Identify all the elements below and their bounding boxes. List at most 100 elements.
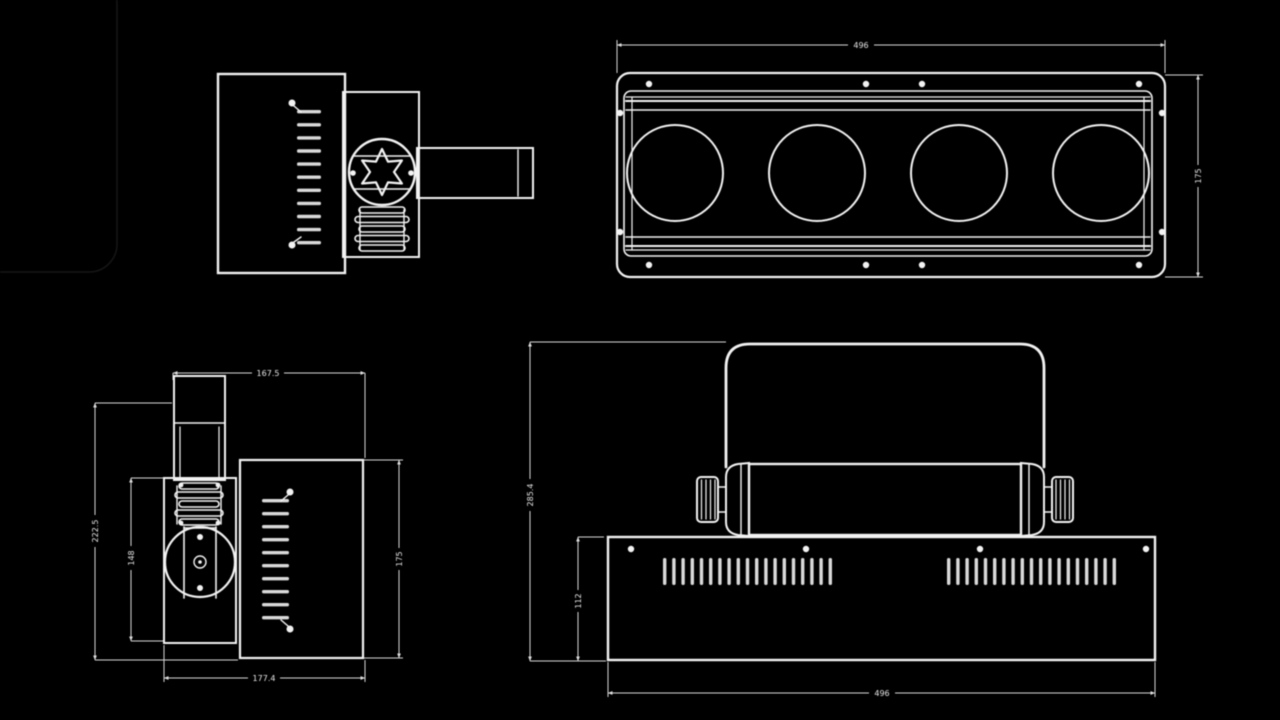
spring-corner-hole (215, 482, 221, 488)
svg-text:112: 112 (574, 593, 583, 608)
vent-slot (262, 525, 289, 529)
front-panel-outline (623, 90, 1153, 257)
carry-handle (724, 342, 1046, 469)
tube-endcap-right (1020, 461, 1045, 538)
vent-slot (736, 558, 740, 585)
vent-slot (956, 558, 960, 585)
svg-text:175: 175 (1194, 168, 1203, 183)
vent-slot (801, 558, 805, 585)
vent-slot (297, 162, 321, 166)
vent-end-hole (286, 625, 294, 633)
fixture-body-outline (238, 458, 365, 660)
vent-slot (262, 512, 289, 516)
spring-corner-hole (215, 520, 221, 526)
dim-label-top: 167.5 (252, 368, 284, 378)
lens-circle (910, 124, 1008, 222)
lens-circle (768, 124, 866, 222)
vent-slot (773, 558, 777, 585)
dim-label-width: 496 (848, 40, 874, 50)
vent-tick (293, 236, 302, 243)
vent-slot (745, 558, 750, 585)
dim-label-height: 175 (1193, 165, 1203, 187)
band-hole (197, 585, 203, 591)
side-knob-right (1043, 476, 1074, 523)
star-knob-icon (361, 147, 403, 197)
adjust-knob-circle (347, 137, 417, 207)
svg-text:148: 148 (127, 550, 136, 565)
faint-corner-shape (0, 0, 118, 273)
vent-slot (1103, 558, 1107, 585)
band-hole (197, 534, 203, 540)
spring-corner-hole (178, 482, 184, 488)
vent-slot (297, 110, 321, 114)
screw-holes (616, 80, 1166, 269)
vent-slot (297, 201, 321, 206)
vent-slot (262, 551, 289, 555)
vent-tick (280, 619, 289, 627)
dim-label-right: 175 (394, 548, 404, 570)
knob-side-hole (408, 170, 414, 176)
vent-slot (755, 558, 759, 585)
vent-slot (819, 558, 823, 585)
vent-slot (663, 558, 667, 585)
vent-slot (262, 499, 289, 503)
lens-circle (626, 124, 724, 222)
vent-group-left (663, 558, 832, 585)
center-hole (198, 560, 202, 564)
dim-label-total-height: 285.4 (525, 479, 535, 511)
vent-slot (718, 558, 722, 585)
svg-text:175: 175 (395, 551, 404, 566)
vent-end-hole (286, 488, 294, 496)
vent-slot (1066, 558, 1070, 585)
vent-slot (297, 188, 321, 192)
vent-slot (791, 558, 796, 585)
vent-slot (297, 123, 321, 127)
vent-slot (699, 558, 704, 585)
svg-text:285.4: 285.4 (526, 484, 535, 507)
vent-slot (1094, 558, 1098, 585)
rear-view: 285.4 112 496 (525, 341, 1157, 698)
vent-slot (1112, 558, 1116, 585)
center-ring (193, 555, 207, 569)
vent-slot (727, 558, 731, 585)
vent-group-right (947, 558, 1116, 585)
vent-slot (965, 558, 969, 585)
vent-slot (297, 214, 321, 219)
vent-slot (782, 558, 786, 585)
yoke-arm (173, 375, 226, 481)
vent-slot (1039, 558, 1043, 585)
spring-stack (174, 482, 224, 526)
vent-slot (690, 558, 694, 585)
vent-end-hole (288, 241, 296, 249)
panel-bezel-lines (625, 96, 1151, 251)
side-view-bottom: 167.5 222.5 148 175 177.4 (90, 368, 404, 683)
svg-text:222.5: 222.5 (91, 520, 100, 543)
svg-text:496: 496 (874, 689, 889, 698)
vent-slot (1020, 558, 1024, 585)
base-screw-holes (627, 545, 1150, 553)
vent-slot (947, 558, 951, 585)
vent-tick (280, 494, 289, 502)
vent-slot (672, 558, 676, 585)
vent-slot (1029, 558, 1034, 585)
dim-label-base-height: 112 (573, 590, 583, 612)
vent-slot (262, 564, 289, 568)
side-knob-left (696, 476, 727, 523)
knob-side-hole (350, 170, 356, 176)
fixture-body-outline (216, 72, 347, 275)
vent-slot (1057, 558, 1061, 585)
vent-slot (297, 241, 321, 245)
front-view: 496 175 (615, 40, 1203, 279)
dim-label-bottom: 177.4 (248, 673, 280, 683)
vent-slot (297, 227, 321, 232)
tube-endcap-left (725, 461, 750, 538)
svg-text:167.5: 167.5 (257, 369, 280, 378)
dim-label-left: 222.5 (90, 515, 100, 547)
vent-slot (1075, 558, 1080, 585)
vent-slot (1048, 558, 1052, 585)
mount-bracket-outline (342, 91, 420, 258)
vent-slot (262, 577, 289, 581)
svg-text:177.4: 177.4 (253, 674, 276, 683)
